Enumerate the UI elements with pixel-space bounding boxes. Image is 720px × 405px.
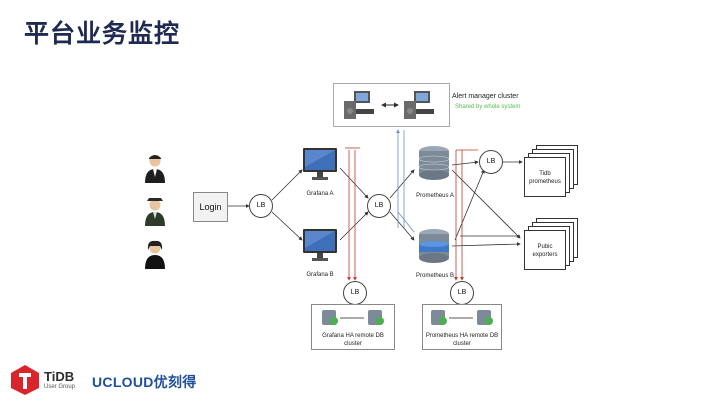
database-icon-prometheus-a <box>418 146 450 180</box>
grafana-ha-label: Grafana HA remote DB cluster <box>322 333 384 347</box>
grafana-ha-cluster-box: Grafana HA remote DB cluster <box>311 304 395 350</box>
alert-manager-subtitle: Shared by whole system <box>455 104 521 110</box>
lb-node-2: LB <box>367 194 391 218</box>
public-exporters-label: Pubic exporters <box>532 244 558 258</box>
lb-node-3: LB <box>479 150 503 174</box>
public-exporters-box: Pubic exporters <box>524 230 566 270</box>
cluster-db-icons <box>322 310 384 325</box>
database-icon-prometheus-b <box>419 229 449 263</box>
alert-manager-title: Alert manager cluster <box>452 93 519 100</box>
prometheus-a-label: Prometheus A <box>416 193 454 199</box>
prometheus-b-label: Prometheus B <box>415 273 455 279</box>
tidb-logo-icon <box>11 365 39 395</box>
monitor-icon-grafana-a <box>303 148 337 180</box>
prometheus-ha-label: Prometheus HA remote DB cluster <box>425 333 499 347</box>
user-icon-2 <box>145 198 165 226</box>
tidb-brand: TiDB <box>44 369 75 384</box>
page-title: 平台业务监控 <box>24 19 181 48</box>
lb-node-4: LB <box>343 281 367 305</box>
monitor-icon-grafana-b <box>303 229 337 261</box>
user-icon-3 <box>145 240 165 269</box>
prometheus-ha-cluster-box: Prometheus HA remote DB cluster <box>422 304 502 350</box>
tidb-prometheus-label: Tidb prometheus <box>529 171 561 185</box>
lb-node-5: LB <box>450 281 474 305</box>
cluster-db-icons <box>431 310 493 325</box>
user-icon-1 <box>145 155 165 183</box>
grafana-b-label: Grafana B <box>306 272 334 278</box>
alert-manager-box <box>333 83 450 127</box>
workstation-icons <box>344 91 434 119</box>
tidb-prometheus-box: Tidb prometheus <box>524 157 566 197</box>
tidb-user-group: User Group <box>44 384 76 390</box>
ucloud-brand: UCLOUD优刻得 <box>92 374 197 390</box>
login-box: Login <box>193 192 228 222</box>
lb-node-1: LB <box>249 194 273 218</box>
grafana-a-label: Grafana A <box>306 191 334 197</box>
